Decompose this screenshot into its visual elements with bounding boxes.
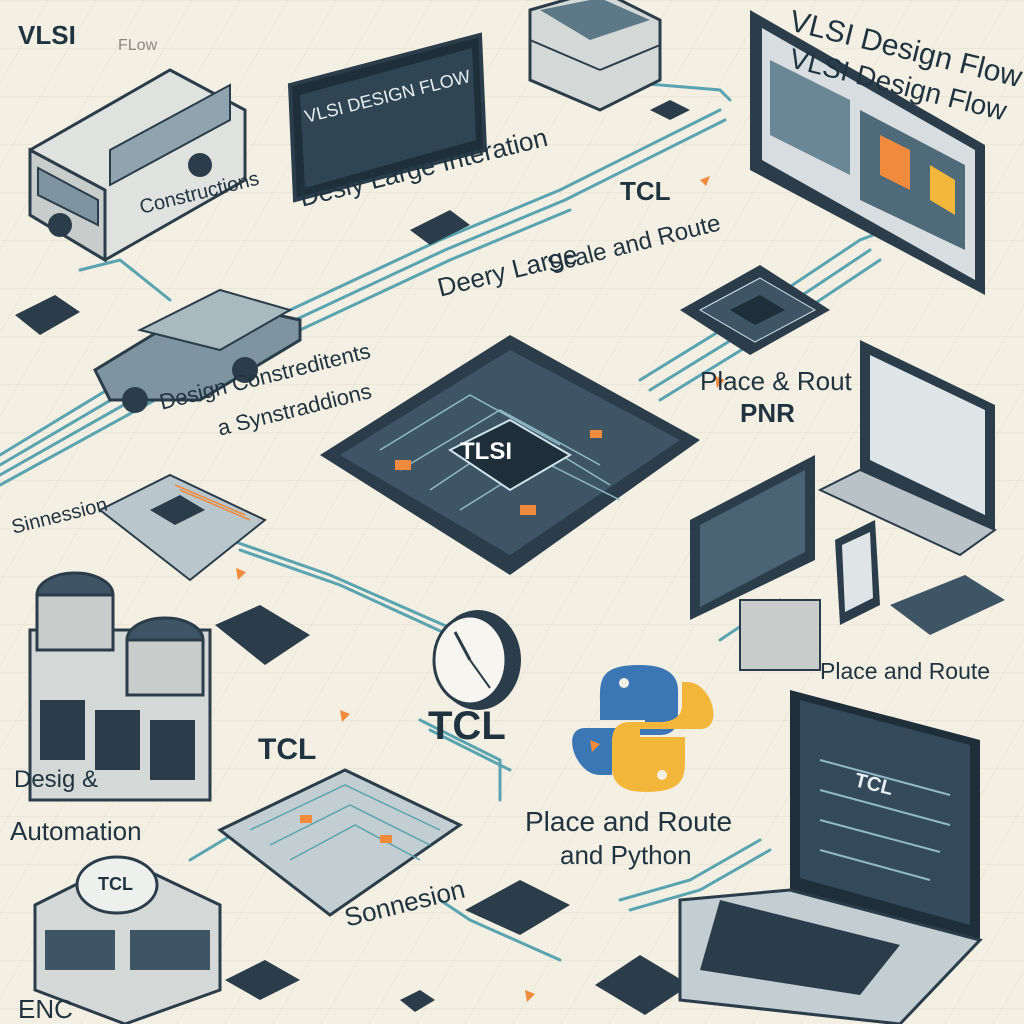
server-icon <box>28 571 212 802</box>
monitor-icon <box>750 10 985 295</box>
chip-icon <box>320 335 700 575</box>
server-icon <box>33 855 222 1024</box>
server-icon <box>528 0 662 112</box>
tablet-icon <box>835 520 1005 635</box>
place-and-route-python-label-1: Place and Route <box>525 806 733 837</box>
pnr-label: PNR <box>740 398 795 428</box>
tcl-dome-label: TCL <box>98 874 133 894</box>
tcl-mid-left-label: TCL <box>258 733 317 766</box>
laptop-icon <box>678 690 983 1024</box>
vlsi-label: VLSI <box>18 20 76 50</box>
chip-icon <box>680 265 830 355</box>
chip-icon <box>15 100 690 1015</box>
bottom-left-label: ENC <box>18 994 73 1024</box>
clock-icon <box>432 610 521 710</box>
monitor-icon <box>287 32 488 203</box>
chip-badge-label: TLSI <box>460 438 512 465</box>
monitor-icon <box>690 455 821 671</box>
chip-icon <box>98 473 267 582</box>
tcl-center-label: TCL <box>428 704 506 748</box>
laptop-icon <box>817 340 998 557</box>
tcl-top-label: TCL <box>620 176 671 206</box>
truck-icon <box>93 288 302 413</box>
flow-corner-label: FLow <box>118 37 158 54</box>
place-and-route-python-label-2: and Python <box>560 840 692 870</box>
place-and-route-right-label: Place and Route <box>820 658 991 684</box>
design-automation-label-2: Automation <box>10 816 142 846</box>
chip-icon <box>217 768 463 917</box>
bus-icon <box>28 68 247 263</box>
design-automation-label-1: Desig & <box>14 766 99 793</box>
accent-marks <box>236 176 725 1002</box>
python-logo-icon <box>572 665 714 792</box>
place-rout-label: Place & Rout <box>700 366 852 396</box>
